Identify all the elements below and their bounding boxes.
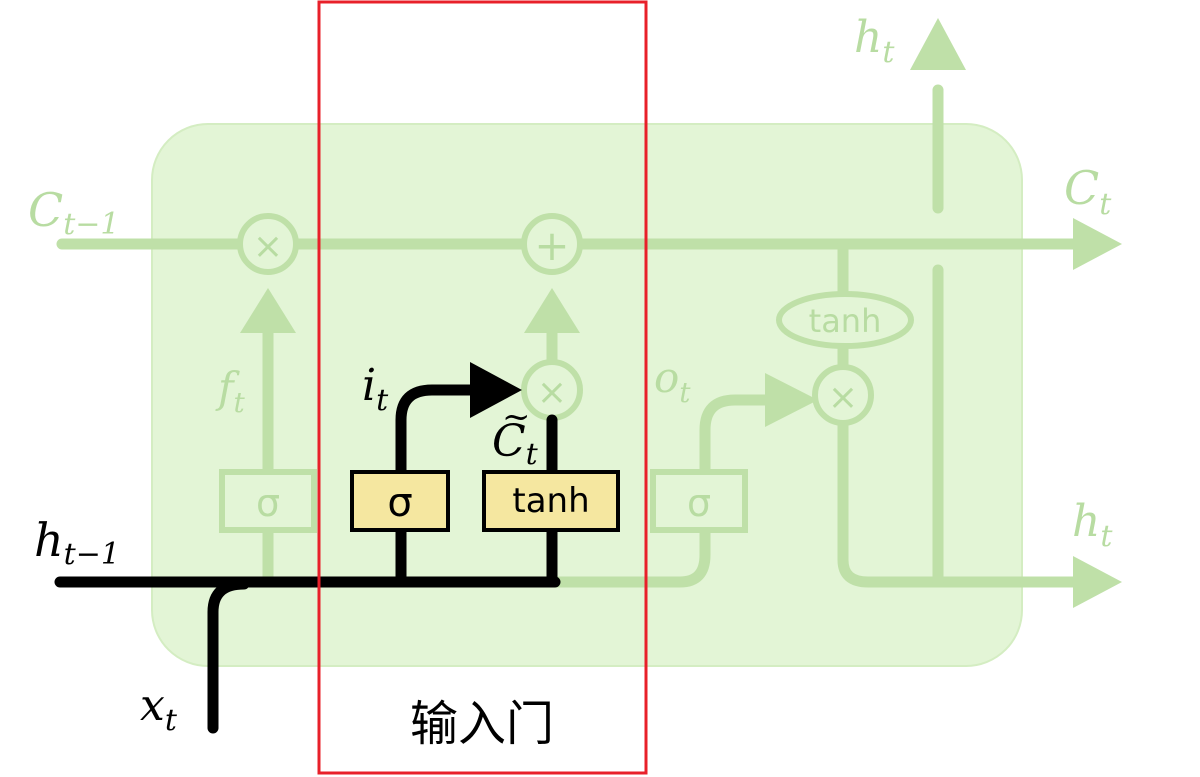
forget-multiply-symbol: × bbox=[253, 226, 283, 267]
faded-arrowheads bbox=[240, 18, 1122, 608]
candidate-tanh-text: tanh bbox=[512, 481, 589, 521]
cell-tanh-ellipse bbox=[776, 291, 914, 349]
output-multiply-symbol: × bbox=[828, 377, 858, 418]
output-sigma-text: σ bbox=[687, 481, 711, 525]
input-gate-highlight-box bbox=[317, 0, 648, 775]
forget-multiply-circle bbox=[237, 213, 299, 275]
label-h-prev: ht−1 bbox=[34, 513, 120, 572]
faded-operator-glyphs: × + × × tanh σ σ bbox=[253, 221, 881, 525]
input-gate-caption: 输入门 bbox=[410, 696, 554, 752]
cell-add-circle bbox=[521, 213, 583, 275]
faded-gate-boxes bbox=[219, 469, 748, 533]
label-c-tilde: Ct bbox=[492, 416, 539, 472]
forget-gate-box bbox=[219, 469, 317, 533]
label-input-gate: it bbox=[362, 360, 389, 418]
label-h-top: ht bbox=[854, 12, 895, 70]
input-sigma-text: σ bbox=[387, 480, 412, 526]
candidate-multiply-symbol: × bbox=[537, 372, 567, 413]
label-c-out: Ct bbox=[1064, 161, 1112, 222]
candidate-tanh-box bbox=[482, 470, 620, 532]
label-h-right: ht bbox=[1072, 496, 1113, 554]
active-gate-boxes bbox=[350, 470, 620, 532]
label-c-prev: Ct−1 bbox=[28, 183, 119, 242]
input-gate-arrowhead bbox=[470, 362, 522, 418]
label-output-gate: ot bbox=[654, 353, 691, 409]
output-gate-box bbox=[650, 469, 748, 533]
active-paths bbox=[54, 384, 561, 734]
faded-operators bbox=[237, 213, 914, 426]
input-sigma-box bbox=[350, 470, 450, 532]
label-x-input: xt bbox=[140, 680, 178, 738]
cell-tanh-text: tanh bbox=[809, 302, 882, 340]
faded-paths bbox=[56, 84, 1086, 588]
faded-labels: Ct−1 Ct ht ht ft ot bbox=[28, 12, 1113, 554]
active-gate-glyphs: σ tanh bbox=[387, 480, 589, 526]
active-labels: ht−1 xt it ~ Ct bbox=[34, 360, 539, 738]
cell-add-symbol: + bbox=[534, 221, 569, 270]
label-c-tilde-mark: ~ bbox=[502, 397, 531, 437]
forget-sigma-text: σ bbox=[256, 481, 280, 525]
output-multiply-circle bbox=[812, 364, 874, 426]
